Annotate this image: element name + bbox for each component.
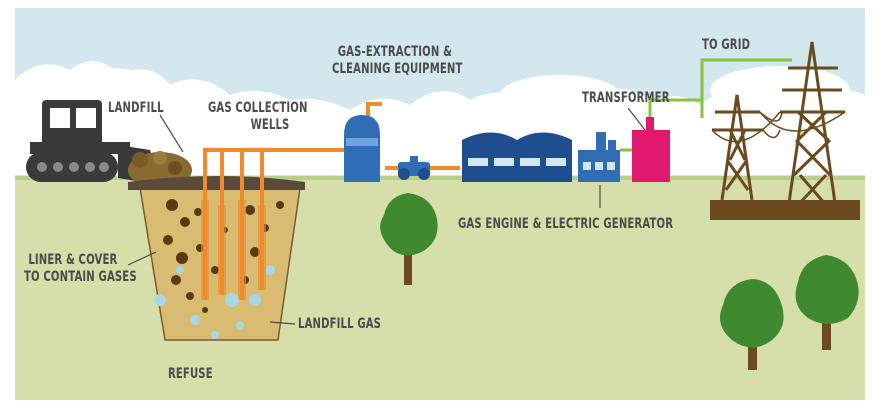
power-pylons xyxy=(711,41,846,211)
gas-extraction-label: GAS-EXTRACTION & CLEANING EQUIPMENT xyxy=(332,44,463,78)
landfill-label: LANDFILL xyxy=(108,100,164,116)
tree-icon-2 xyxy=(720,279,784,370)
liner-cover-label: LINER & COVER TO CONTAIN GASES xyxy=(24,252,137,286)
refuse-label: REFUSE xyxy=(168,366,213,382)
gas-engine-generator-label: GAS ENGINE & ELECTRIC GENERATOR xyxy=(458,216,674,232)
liner-cover-line-2: TO CONTAIN GASES xyxy=(24,269,137,285)
to-grid-label: TO GRID xyxy=(702,37,751,53)
gas-collection-wells-line-2: WELLS xyxy=(250,117,290,133)
gas-well-tubes xyxy=(201,200,266,300)
gas-extraction-line-1: GAS-EXTRACTION & xyxy=(337,44,453,60)
electric-generator xyxy=(578,132,620,182)
gas-engine-building xyxy=(462,132,572,182)
gas-extraction-tank xyxy=(344,115,380,182)
transformer-icon xyxy=(632,117,670,182)
gas-collection-wells-label: GAS COLLECTION WELLS xyxy=(208,100,308,134)
cleaning-equipment xyxy=(398,156,430,180)
gas-collection-wells-line-1: GAS COLLECTION xyxy=(208,100,308,116)
leader-lines xyxy=(127,107,646,325)
tree-icon-3 xyxy=(795,255,859,350)
pylon-base xyxy=(710,200,860,220)
landfill-gas-label: LANDFILL GAS xyxy=(298,316,382,332)
gas-extraction-line-2: CLEANING EQUIPMENT xyxy=(332,61,463,77)
liner-cover-line-1: LINER & COVER xyxy=(28,252,118,268)
horizon-line xyxy=(15,176,865,180)
transformer-label: TRANSFORMER xyxy=(582,90,670,106)
tree-icon xyxy=(380,193,438,285)
